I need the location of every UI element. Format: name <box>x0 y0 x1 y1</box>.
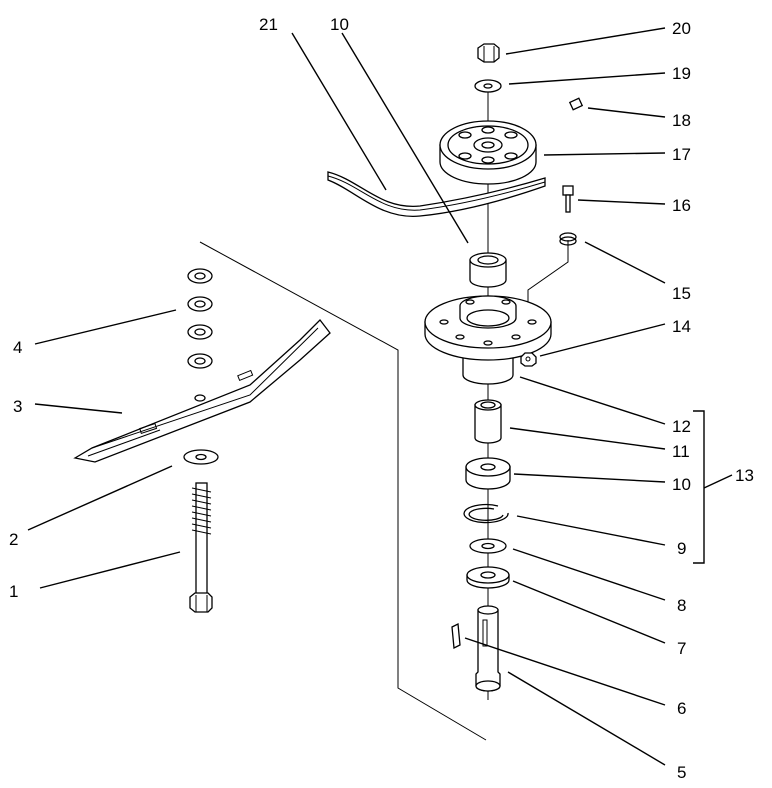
key-6 <box>451 622 461 650</box>
label-10-top: 10 <box>330 15 349 34</box>
blade-bolt-1 <box>189 482 213 613</box>
label-2: 2 <box>9 530 18 549</box>
label-9: 9 <box>677 539 686 558</box>
label-13: 13 <box>735 466 754 485</box>
label-21: 21 <box>259 15 278 34</box>
washer-8 <box>469 538 507 554</box>
label-10-bottom: 10 <box>672 475 691 494</box>
label-3: 3 <box>13 397 22 416</box>
label-15: 15 <box>672 284 691 303</box>
label-11: 11 <box>672 442 690 461</box>
grease-fitting-18 <box>568 97 584 111</box>
leader-lines <box>27 27 733 766</box>
label-17: 17 <box>672 145 691 164</box>
spacer-11 <box>474 399 502 444</box>
bolt-16 <box>562 185 574 213</box>
lock-washer-15 <box>559 232 577 246</box>
hex-nut-20 <box>477 43 500 63</box>
washer-2 <box>183 449 219 465</box>
washer-stack-4 <box>187 268 213 369</box>
label-19: 19 <box>672 64 691 83</box>
spindle-shaft-5 <box>475 605 501 692</box>
label-14: 14 <box>672 317 691 336</box>
label-18: 18 <box>672 111 691 130</box>
bearing-10-lower <box>465 457 511 490</box>
label-5: 5 <box>677 763 686 782</box>
nut-14 <box>520 352 537 367</box>
part-labels: 1 2 3 4 21 10 20 19 18 17 16 15 14 12 11… <box>9 15 754 782</box>
label-7: 7 <box>677 639 686 658</box>
label-8: 8 <box>677 596 686 615</box>
pulley-17 <box>439 120 537 185</box>
retaining-ring-9 <box>463 503 509 524</box>
label-20: 20 <box>672 19 691 38</box>
alignment-lines <box>199 85 569 741</box>
label-6: 6 <box>677 699 686 718</box>
spindle-housing-12 <box>424 295 552 385</box>
label-16: 16 <box>672 196 691 215</box>
spacer-7 <box>466 566 510 589</box>
label-1: 1 <box>9 582 18 601</box>
belt-21 <box>327 171 546 217</box>
label-4: 4 <box>13 338 22 357</box>
blade-3 <box>73 319 331 463</box>
label-12: 12 <box>672 417 691 436</box>
washer-19 <box>474 79 502 93</box>
bearing-10-upper <box>469 252 507 288</box>
